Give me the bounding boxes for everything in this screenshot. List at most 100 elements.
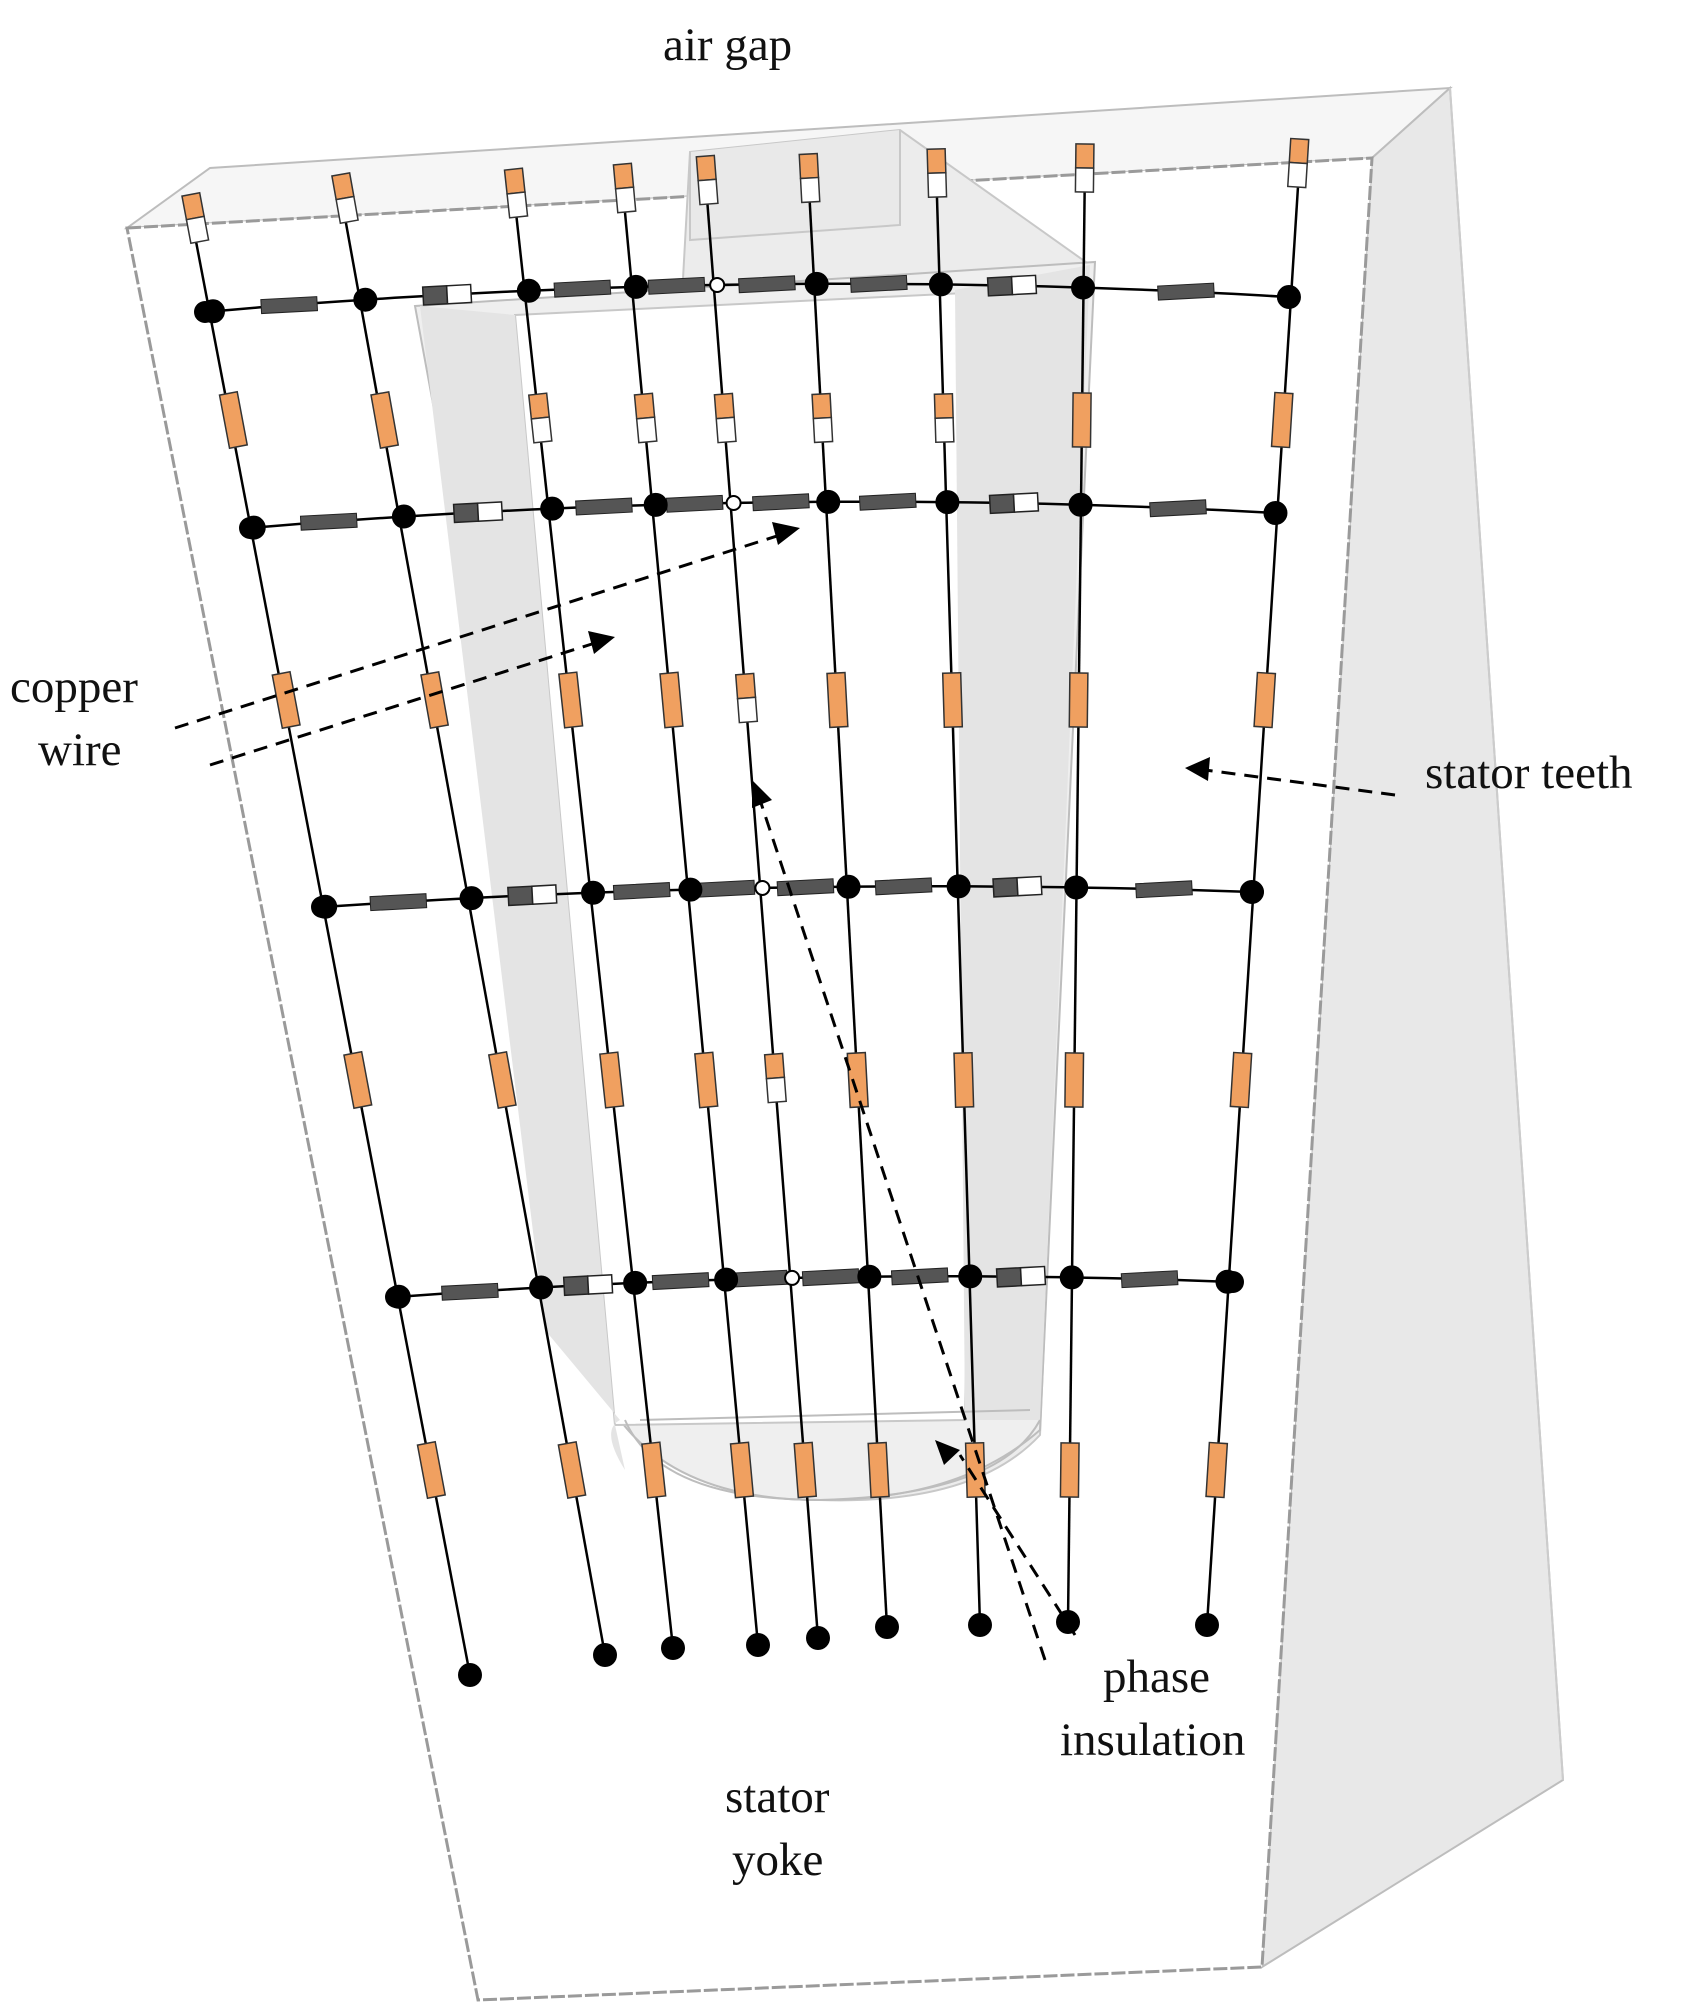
node-hollow: [784, 1269, 801, 1286]
node: [958, 1264, 983, 1289]
node: [816, 489, 841, 514]
resistor-copper-part: [612, 162, 635, 190]
resistor-body: [697, 879, 756, 898]
iron-resistor: [752, 493, 810, 512]
resistor-body: [343, 1050, 373, 1110]
resistor-insulation-part: [531, 884, 558, 905]
node: [643, 492, 668, 517]
resistor-body: [1120, 1270, 1179, 1289]
resistor-insulation-part: [1016, 875, 1043, 897]
copper-resistor: [964, 1441, 986, 1499]
resistor-body: [858, 492, 917, 511]
stator-yoke-label-line2: yoke: [732, 1834, 823, 1886]
resistor-copper-part: [713, 392, 736, 420]
resistor-copper-part: [734, 672, 757, 700]
copper-resistor: [1064, 1052, 1085, 1108]
copper-resistor: [416, 1440, 447, 1500]
resistor-body: [487, 1050, 517, 1110]
resistor-dark-part: [995, 1266, 1023, 1288]
resistor-body: [1064, 1052, 1085, 1108]
resistor-copper-part: [1074, 143, 1095, 169]
insulation-resistor: [421, 283, 473, 306]
node: [1064, 875, 1089, 900]
arrowhead-copper-1: [772, 522, 800, 545]
copper-resistor: [826, 671, 849, 729]
node: [529, 1275, 554, 1300]
resistor-body: [1253, 671, 1277, 729]
leader-arrows: [174, 533, 1396, 1661]
insulation-resistor: [933, 392, 955, 444]
resistor-insulation-part: [1012, 492, 1040, 513]
resistor-insulation-part: [586, 1274, 614, 1295]
resistor-copper-part: [926, 147, 947, 175]
iron-resistor: [612, 882, 671, 901]
air-gap-label: air gap: [663, 19, 792, 71]
copper-resistor: [558, 671, 584, 729]
resistor-body: [557, 1440, 587, 1500]
copper-resistor: [729, 1441, 755, 1499]
resistor-body: [1059, 1442, 1080, 1498]
node: [623, 1270, 648, 1295]
resistor-body: [776, 878, 835, 897]
labels: air gap copper wire stator teeth phase i…: [10, 19, 1633, 1886]
resistor-body: [826, 671, 849, 729]
resistor-body: [867, 1441, 890, 1499]
node: [1059, 1265, 1084, 1290]
resistor-insulation-part: [715, 416, 737, 444]
resistor-body: [651, 1272, 710, 1291]
resistor-body: [874, 877, 933, 896]
insulation-resistor: [612, 162, 637, 214]
copper-resistor: [941, 671, 964, 729]
node: [516, 278, 541, 303]
copper-resistor: [1068, 672, 1089, 728]
resistor-body: [941, 671, 964, 729]
iron-resistor: [369, 893, 428, 912]
node-bottom: [661, 1636, 685, 1660]
node: [1222, 1271, 1244, 1293]
node: [459, 886, 484, 911]
resistor-dark-part: [986, 275, 1014, 297]
insulation-resistor: [562, 1274, 614, 1297]
resistor-dark-part: [992, 876, 1019, 898]
insulation-resistor: [503, 167, 529, 219]
slot-right-inner: [955, 265, 1090, 1420]
resistor-body: [730, 1269, 788, 1288]
node-hollow: [725, 494, 742, 511]
iron-resistor: [665, 494, 724, 513]
resistor-body: [659, 671, 684, 729]
node: [935, 490, 960, 515]
copper-resistor: [487, 1050, 517, 1110]
resistor-insulation-part: [765, 1076, 788, 1104]
copper-wire-label-line1: copper: [10, 661, 138, 713]
arrowhead-copper-2: [588, 631, 615, 654]
node-bottom: [593, 1643, 617, 1667]
resistor-body: [575, 497, 633, 516]
resistor-body: [1071, 392, 1092, 448]
resistor-insulation-part: [185, 215, 210, 245]
insulation-resistor: [633, 392, 658, 444]
copper-resistor: [793, 1441, 818, 1499]
insulation-resistor: [331, 171, 359, 225]
iron-resistor: [849, 274, 908, 293]
insulation-resistor: [527, 392, 553, 444]
node-bottom: [458, 1663, 482, 1687]
resistor-body: [738, 275, 796, 294]
node: [1264, 502, 1286, 524]
iron-resistor: [553, 279, 612, 298]
resistor-body: [641, 1441, 667, 1499]
iron-resistor: [858, 492, 917, 511]
resistor-insulation-part: [1286, 161, 1309, 189]
stator-slot: [413, 128, 1097, 1502]
iron-resistor: [1149, 499, 1207, 518]
resistor-copper-part: [798, 152, 820, 180]
resistor-insulation-part: [476, 501, 504, 522]
resistor-copper-part: [527, 392, 551, 420]
slot-bottom-edge: [639, 1409, 1031, 1421]
node: [714, 1267, 739, 1292]
phase-insulation-arrow-2: [958, 1454, 1077, 1636]
node: [1277, 286, 1299, 308]
resistor-insulation-part: [614, 186, 637, 214]
phase-insulation-arrow-1: [758, 799, 1047, 1661]
resistor-insulation-part: [1010, 274, 1038, 296]
insulation-resistor: [988, 492, 1040, 515]
